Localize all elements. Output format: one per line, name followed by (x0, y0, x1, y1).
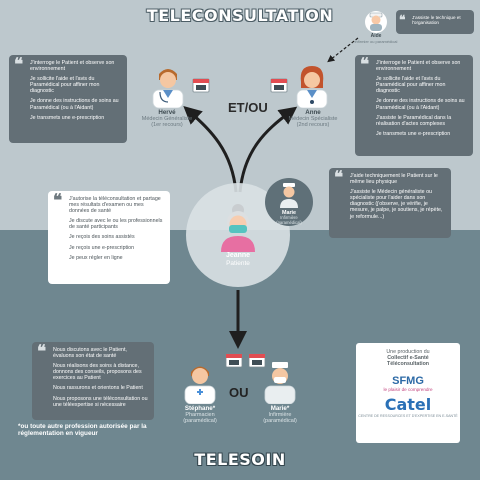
quote-icon: ❝ (53, 191, 63, 211)
herve-bubble-line: Je sollicite l'aide et l'avis du Paraméd… (30, 76, 100, 95)
stephane-role: Pharmacien (185, 412, 215, 418)
jeanne-bubble-line: Je discute avec le ou les professionnels… (69, 218, 163, 231)
catel-tagline: CENTRE DE RESSOURCES ET D'EXPERTISE EN E… (358, 414, 458, 418)
herve-bubble-line: Je donne des instructions de soins au Pa… (30, 98, 119, 111)
quote-icon: ❝ (14, 55, 24, 75)
telesoin-bubble-line: Nous proposons une téléconsultation ou u… (53, 395, 148, 408)
herve-person: Hervé Médecin Généraliste (1er recours) (128, 109, 206, 128)
patient-halo (186, 183, 290, 287)
quote-icon: ❝ (399, 13, 406, 27)
anne-bubble: ❝ J'interroge le Patient et observe son … (355, 55, 473, 156)
stephane-person: Stéphane* Pharmacien (paramédical) (162, 405, 238, 424)
marie-bottom-person: Marie* Infirmière (paramédical) (242, 405, 318, 424)
marie-top-sub: (paramédical) (276, 219, 302, 225)
telesoin-bubble: ❝ Nous discutons avec le Patient, évaluo… (32, 342, 154, 420)
marie-bottom-sub: (paramédical) (263, 418, 297, 424)
et-ou-label: ET/OU (228, 100, 268, 115)
footnote: *ou toute autre profession autorisée par… (18, 423, 147, 438)
anne-name: Anne (305, 109, 321, 116)
nurse-avatar-icon (264, 362, 296, 404)
specialist-avatar-icon (296, 66, 328, 108)
arrow-to-herve (183, 105, 238, 193)
pharmacist-avatar-icon (184, 366, 216, 404)
arrow-to-anne (238, 106, 298, 193)
herve-bubble-line: Je transmets une e-prescription (30, 114, 105, 121)
telesoin-bubble-line: Nous discutons avec le Patient, évaluons… (53, 347, 127, 360)
producer-line: Une production du (386, 349, 430, 355)
anne-bubble-line: J'assiste le Paramédical dans la réalisa… (376, 114, 452, 127)
teleconsultation-title: TELECONSULTATION (146, 6, 334, 25)
jeanne-bubble-line: J'autorise la téléconsultation et partag… (69, 196, 161, 215)
herve-sub: (1er recours) (151, 122, 183, 128)
marie-bubble-line: J'assiste le Médecin généraliste ou spéc… (350, 189, 443, 220)
nurse-avatar-icon (280, 183, 298, 208)
calendar-video-icon (248, 353, 266, 368)
herve-bubble: ❝ J'interroge le Patient et observe son … (9, 55, 127, 143)
sfmg-tagline: le plaisir de comprendre (383, 387, 433, 392)
marie-top-name: Marie (281, 210, 297, 216)
jeanne-bubble-line: Je reçois des soins assistés (69, 234, 135, 241)
telesoin-bubble-line: Nous rassurons et orientons le Patient (53, 385, 143, 392)
quote-icon: ❝ (37, 342, 47, 362)
jeanne-bubble: ❝ J'autorise la téléconsultation et part… (48, 191, 170, 284)
anne-role: Médecin Spécialiste (288, 116, 338, 122)
anne-sub: (2nd recours) (296, 122, 330, 128)
calendar-video-icon (225, 353, 243, 368)
producer-line: Téléconsultation (386, 361, 430, 367)
quote-icon: ❝ (334, 168, 344, 188)
marie-top-person: Marie Infirmière (paramédical) (268, 210, 310, 225)
aide-bubble-line: J'assiste le technique et l'organisation (412, 15, 461, 26)
aide-person: Aide infirmier ou paramédical (351, 33, 401, 45)
jeanne-bubble-line: Je peux régler en ligne (69, 254, 123, 261)
producer-logos: Une production du Collectif e-Santé Télé… (356, 343, 460, 443)
jeanne-name: Jeanne (225, 252, 251, 259)
ou-label: OU (229, 385, 249, 400)
herve-name: Hervé (158, 109, 176, 116)
marie-bubble-line: J'aide techniquement le Patient sur le m… (350, 173, 438, 186)
sfmg-logo: SFMG (392, 375, 424, 387)
telesoin-title: TELESOIN (194, 450, 286, 469)
doctor-avatar-icon (152, 69, 184, 108)
quote-icon: ❝ (360, 55, 370, 75)
anne-bubble-line: J'interroge le Patient et observe son en… (376, 60, 461, 73)
producer-line: Collectif e-Santé (387, 355, 429, 361)
marie-top-role: Infirmière (280, 215, 298, 220)
herve-role: Médecin Généraliste (141, 116, 193, 122)
marie-bottom-role: Infirmière (268, 412, 292, 418)
jeanne-role: Patiente (226, 260, 250, 267)
stephane-name: Stéphane* (184, 405, 216, 412)
catel-logo: Catel (384, 395, 432, 414)
calendar-video-icon (270, 78, 288, 93)
aide-avatar-icon (369, 12, 383, 31)
stephane-sub: (paramédical) (183, 418, 217, 424)
herve-bubble-line: J'interroge le Patient et observe son en… (30, 60, 115, 73)
jeanne-person: Jeanne Patiente (200, 252, 276, 267)
aide-role: infirmier ou paramédical (354, 39, 398, 44)
marie-bubble: ❝ J'aide techniquement le Patient sur le… (329, 168, 451, 238)
aide-bubble: ❝ J'assiste le technique et l'organisati… (396, 10, 474, 34)
patient-avatar-icon (221, 204, 255, 252)
anne-bubble-line: Je donne des instructions de soins au Pa… (376, 98, 465, 111)
marie-bottom-name: Marie* (270, 405, 290, 412)
dashed-link-aide (327, 37, 359, 63)
aide-name: Aide (370, 33, 382, 39)
anne-bubble-line: Je transmets une e-prescription (376, 130, 451, 137)
telesoin-bubble-line: Nous réalisons des soins à distance, don… (53, 363, 142, 382)
anne-person: Anne Médecin Spécialiste (2nd recours) (274, 109, 352, 128)
anne-bubble-line: Je sollicite l'aide et l'avis du Paraméd… (376, 76, 446, 95)
calendar-video-icon (192, 78, 210, 93)
jeanne-bubble-line: Je reçois une e-prescription (69, 244, 135, 251)
